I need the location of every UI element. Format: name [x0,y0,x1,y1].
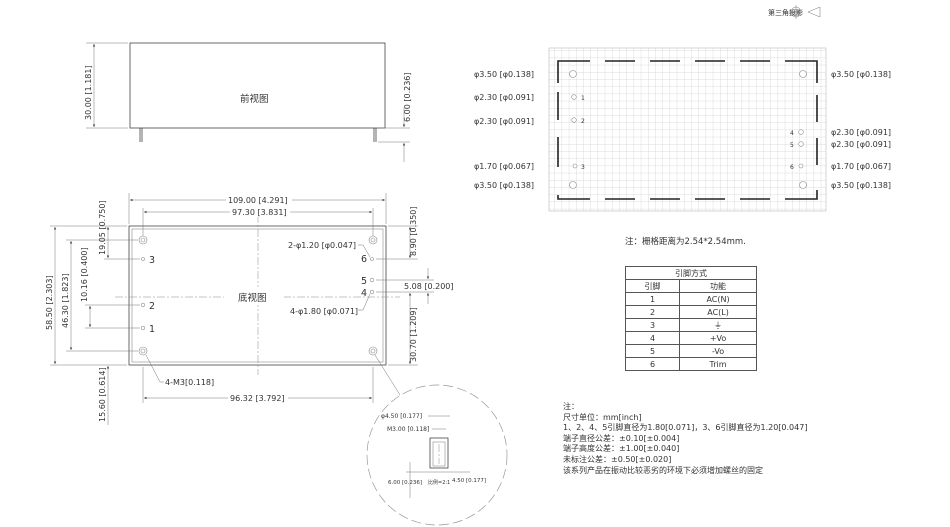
mount-detail: φ4.50 [0.177] M3.00 [0.118] 6.00 [0.236]… [366,384,508,526]
fp-pin-1: 1 [581,95,585,102]
note-line: 1、2、4、5引脚直径为1.80[0.071]，3、6引脚直径为1.20[0.0… [563,423,808,433]
detail-scale: 比例=2:1 [428,479,450,486]
bottom-view: 底视图 1 2 3 4 5 6 109.00 [4.291] 97.30 [3.… [45,193,454,425]
fp-pin-6: 6 [790,164,794,171]
pin6-dim: 8.90 [0.350] [409,207,418,257]
fp-pin-2: 2 [581,118,585,125]
small-pins-callout: 2-φ1.20 [φ0.047] [288,241,356,250]
note-line: 未标注公差：±0.50[±0.020] [563,454,672,464]
projection-symbol: 第三角投影 [768,5,821,19]
table-row: 3⏚ [624,318,757,332]
pin-3 [141,257,145,261]
pin-cell: 6 [624,357,681,371]
pin-6-label: 6 [361,254,367,265]
fp-left-label: φ2.30 [φ0.091] [474,93,534,102]
detail-thread: M3.00 [0.118] [387,426,429,433]
col-header-pin: 引脚 [624,279,681,293]
pin45-dim: 5.08 [0.200] [404,282,454,291]
fp-right-label: φ1.70 [φ0.067] [831,162,891,171]
hole-span-top-dim: 97.30 [3.831] [232,208,287,217]
detail-height: 4.50 [0.177] [452,478,486,484]
mount-callout: 4-M3[0.118] [165,378,214,387]
mount-holes [138,235,378,356]
pin-2 [140,302,146,308]
fp-pin-3: 3 [581,164,585,171]
projection-label: 第三角投影 [768,8,803,17]
hole-span-bottom-dim: 96.32 [3.792] [230,394,285,403]
notes: 注： 尺寸单位：mm[inch] 1、2、4、5引脚直径为1.80[0.071]… [563,402,807,476]
note-line: 注： [563,402,579,411]
fp-right-label: φ2.30 [φ0.091] [831,128,891,137]
bottom-offset-dim: 15.60 [0.614] [98,367,107,422]
pin-3-label: 3 [149,255,155,266]
pin-5 [369,277,375,283]
pin-1 [140,325,146,331]
pcb-footprint: 1 2 3 4 5 6 φ3.50 [φ0.138] φ2.30 [φ0.091… [474,47,891,212]
pin3-dim: 19.05 [0.750] [98,200,107,255]
table-row: 5-Vo [624,344,757,358]
fp-pin-5: 5 [790,142,794,149]
detail-outer-dia: φ4.50 [0.177] [381,413,422,420]
func-cell: +Vo [679,331,757,345]
pin-cell: 1 [624,292,681,306]
func-cell: AC(N) [679,292,757,306]
pin12-dim: 10.16 [0.400] [80,247,89,302]
fp-pin-4: 4 [790,130,794,137]
note-line: 端子高度公差：±1.00[±0.040] [563,444,680,454]
front-height-dim: 30.00 [1.181] [84,65,93,120]
note-line: 尺寸单位：mm[inch] [563,412,642,422]
fp-right-label: φ3.50 [φ0.138] [831,181,891,190]
func-cell: -Vo [679,344,757,358]
pin-4 [369,289,375,295]
func-cell: Trim [679,357,757,371]
fp-left-label: φ3.50 [φ0.138] [474,181,534,190]
bottom-view-label: 底视图 [238,292,267,304]
front-pin-dim: 6.00 [0.236] [403,73,412,123]
pin-cell: 5 [624,344,681,358]
note-line: 端子直径公差：±0.10[±0.004] [563,433,680,443]
pin-6 [370,257,374,261]
pin-table-title: 引脚方式 [625,266,757,280]
pin-2-label: 2 [149,301,155,312]
fp-left-label: φ2.30 [φ0.091] [474,117,534,126]
ground-icon: ⏚ [679,318,757,332]
grid-note: 注：栅格距离为2.54*2.54mm. [625,237,746,247]
pin-1-label: 1 [149,324,155,335]
pin-4-label: 4 [361,288,367,299]
width-dim: 109.00 [4.291] [228,196,288,205]
pin-5-label: 5 [361,276,367,287]
front-view-label: 前视图 [240,93,269,105]
pin4-dim: 30.70 [1.209] [409,307,418,362]
fp-right-label: φ3.50 [φ0.138] [831,70,891,79]
hole-vspan-dim: 46.30 [1.823] [61,273,70,328]
pin-cell: 4 [624,331,681,345]
detail-depth: 6.00 [0.236] [388,480,422,486]
third-angle-icon [789,5,821,19]
fp-left-label: φ3.50 [φ0.138] [474,70,534,79]
table-row: 4+Vo [624,331,757,345]
fp-left-label: φ1.70 [φ0.067] [474,162,534,171]
large-pins-callout: 4-φ1.80 [φ0.071] [290,307,358,316]
func-cell: AC(L) [679,305,757,319]
pin-cell: 2 [624,305,681,319]
col-header-function: 功能 [679,279,757,293]
height-dim: 58.50 [2.303] [45,275,54,330]
note-line: 该系列产品在振动比较恶劣的环境下必须增加螺丝的固定 [563,465,763,475]
front-view: 前视图 30.00 [1.181] 6.00 [0.236] [84,42,412,162]
fp-right-label: φ2.30 [φ0.091] [831,140,891,149]
pin-cell: 3 [624,318,681,332]
